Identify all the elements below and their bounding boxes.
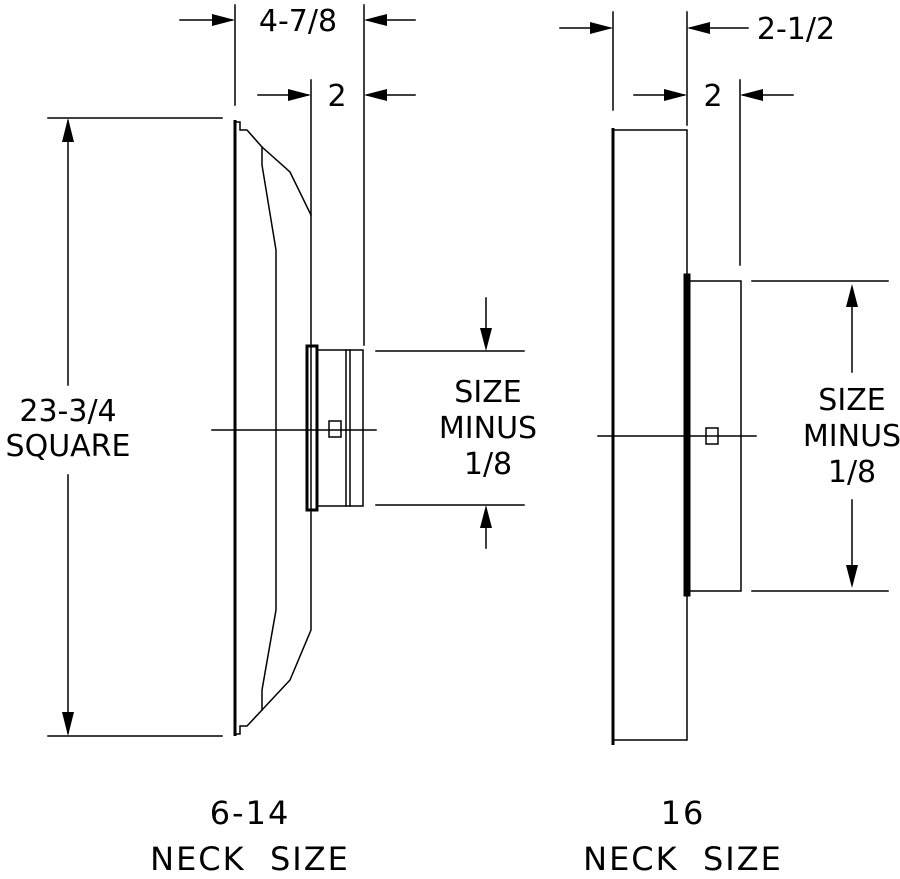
right-neck-size-line3: 1/8 [828, 455, 876, 490]
left-neck-size-dimension: SIZE MINUS 1/8 [375, 297, 537, 549]
left-diffuser-profile [211, 120, 377, 736]
right-caption-neck-range: 16 [661, 794, 706, 832]
right-overall-depth-dimension: 2-1/2 [559, 12, 835, 47]
left-neck-size-line2: MINUS [439, 411, 537, 446]
left-neck-size-line3: 1/8 [464, 447, 512, 482]
right-diffuser-profile [597, 128, 757, 745]
left-caption-neck-range: 6-14 [210, 794, 291, 832]
right-view: 2-1/2 2 SIZE MINUS [559, 11, 900, 878]
left-caption-neck-size: NECK SIZE [150, 840, 350, 878]
left-height-dimension: 23-3/4 SQUARE [6, 117, 223, 737]
right-neck-size-line2: MINUS [803, 419, 900, 454]
left-overall-depth-label: 4-7/8 [259, 4, 337, 39]
left-overall-depth-dimension: 4-7/8 [179, 4, 416, 39]
right-neck-depth-dimension: 2 [633, 79, 794, 114]
left-neck-depth-label: 2 [327, 79, 346, 114]
left-height-label-line1: 23-3/4 [19, 394, 116, 429]
right-neck-depth-label: 2 [703, 79, 722, 114]
right-neck-size-dimension: SIZE MINUS 1/8 [751, 280, 900, 592]
right-overall-depth-label: 2-1/2 [757, 12, 835, 47]
left-view: 4-7/8 2 23-3/4 SQUARE [6, 4, 538, 878]
left-neck-depth-dimension: 2 [257, 79, 416, 114]
right-neck-size-line1: SIZE [818, 383, 885, 418]
left-neck-size-line1: SIZE [454, 375, 521, 410]
right-caption-neck-size: NECK SIZE [583, 840, 783, 878]
left-height-label-line2: SQUARE [6, 429, 131, 464]
